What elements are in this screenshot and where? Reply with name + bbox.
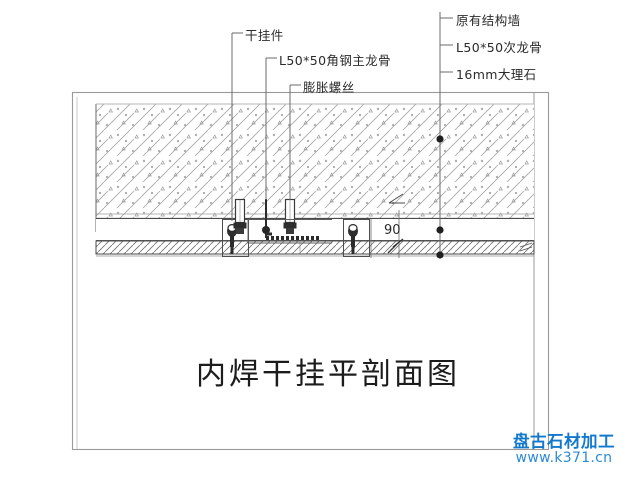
- existing-structural-wall-section: [95, 103, 534, 232]
- callout-label-secondary-keel: L50*50次龙骨: [456, 40, 543, 55]
- watermark-brand: 盘古石材加工: [513, 432, 615, 451]
- cavity-zone: [96, 219, 534, 241]
- welded-connection-detail: [247, 199, 332, 244]
- callout-leader-points-right: [436, 135, 444, 259]
- callout-leaders-left: [231, 32, 301, 221]
- dry-hang-fitting-left: [233, 198, 247, 234]
- dimension-90: [370, 210, 404, 258]
- watermark: 盘古石材加工 www.k371.cn: [513, 433, 615, 466]
- callout-label-dry-hang-fitting: 干挂件: [245, 28, 284, 43]
- drawing-title: 内焊干挂平剖面图: [196, 357, 460, 392]
- watermark-url: www.k371.cn: [515, 450, 613, 467]
- callout-label-marble-panel: 16mm大理石: [456, 67, 537, 82]
- callout-leaders-right: [439, 12, 453, 258]
- wall-detail-ticks: [388, 193, 405, 204]
- dimension-value-90: 90: [384, 223, 401, 238]
- callout-label-existing-structural-wall: 原有结构墙: [456, 13, 521, 28]
- anchor-bracket-right: [343, 219, 370, 257]
- callout-label-main-keel: L50*50角钢主龙骨: [279, 53, 391, 68]
- callout-label-expansion-screw: 膨胀螺丝: [303, 80, 355, 95]
